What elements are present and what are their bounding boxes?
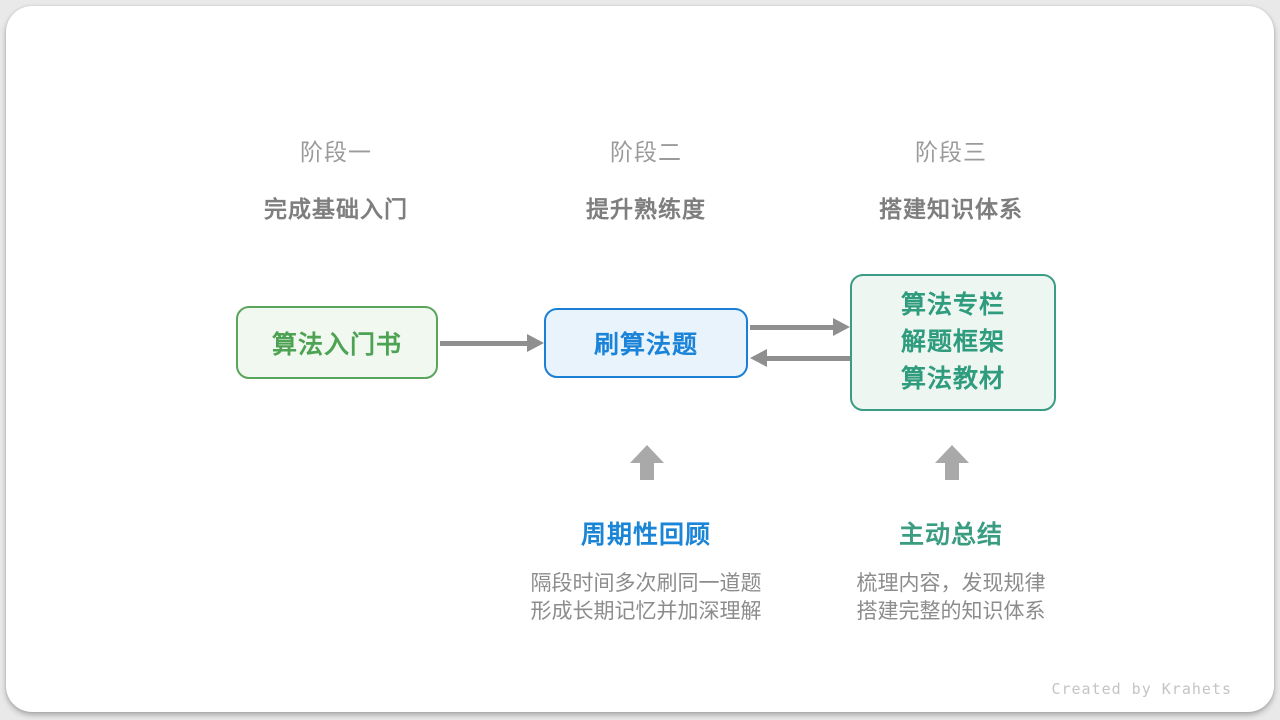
stage-3-subtitle: 搭建知识体系 xyxy=(879,196,1023,222)
node-algorithm-intro-book-label: 算法入门书 xyxy=(271,330,402,359)
node-practice-problems: 刷算法题 xyxy=(544,308,748,378)
stage-1-subtitle: 完成基础入门 xyxy=(264,196,408,222)
callout-active-summary-title: 主动总结 xyxy=(898,521,1003,549)
callout-active-summary-desc: 梳理内容，发现规律 搭建完整的知识体系 xyxy=(791,570,1111,626)
stage-1-header: 阶段一 完成基础入门 xyxy=(206,133,466,224)
node-knowledge-resources: 算法专栏 解题框架 算法教材 xyxy=(850,274,1056,411)
up-arrow-head xyxy=(630,445,664,463)
arrow-stage1-to-stage2-head-icon xyxy=(527,334,544,352)
arrow-stage2-to-stage3-head-icon xyxy=(833,318,850,336)
callout-desc-line-1: 隔段时间多次刷同一道题 xyxy=(530,572,762,595)
up-arrow-active-summary-icon xyxy=(935,445,969,480)
up-arrow-head xyxy=(935,445,969,463)
arrow-stage3-to-stage2-line xyxy=(766,356,850,361)
stage-1-label: 阶段一 xyxy=(300,139,372,165)
arrow-stage2-to-stage3-line xyxy=(750,325,834,330)
callout-periodic-review: 周期性回顾 隔段时间多次刷同一道题 形成长期记忆并加深理解 xyxy=(486,515,806,626)
node-algorithm-intro-book: 算法入门书 xyxy=(236,306,438,379)
watermark: Created by Krahets xyxy=(1051,680,1232,698)
node-knowledge-resources-line-3: 算法教材 xyxy=(900,365,1005,393)
up-arrow-stem xyxy=(640,463,654,480)
callout-periodic-review-desc: 隔段时间多次刷同一道题 形成长期记忆并加深理解 xyxy=(486,570,806,626)
callout-periodic-review-title: 周期性回顾 xyxy=(580,521,711,549)
node-knowledge-resources-line-2: 解题框架 xyxy=(900,328,1005,356)
callout-desc-line-2: 形成长期记忆并加深理解 xyxy=(530,600,762,623)
node-practice-problems-label: 刷算法题 xyxy=(593,331,698,359)
arrow-stage3-to-stage2-head-icon xyxy=(750,349,767,367)
stage-3-label: 阶段三 xyxy=(915,139,987,165)
diagram-card: 阶段一 完成基础入门 阶段二 提升熟练度 阶段三 搭建知识体系 算法入门书 刷算… xyxy=(6,6,1274,712)
stage-2-subtitle: 提升熟练度 xyxy=(586,196,706,222)
callout-desc-line-2: 搭建完整的知识体系 xyxy=(856,600,1046,623)
stage-3-header: 阶段三 搭建知识体系 xyxy=(821,133,1081,224)
stage-2-label: 阶段二 xyxy=(610,139,682,165)
callout-desc-line-1: 梳理内容，发现规律 xyxy=(856,572,1046,595)
arrow-stage1-to-stage2-line xyxy=(440,341,528,346)
callout-active-summary: 主动总结 梳理内容，发现规律 搭建完整的知识体系 xyxy=(791,515,1111,626)
up-arrow-periodic-review-icon xyxy=(630,445,664,480)
stage-2-header: 阶段二 提升熟练度 xyxy=(516,133,776,224)
node-knowledge-resources-line-1: 算法专栏 xyxy=(900,291,1005,319)
up-arrow-stem xyxy=(945,463,959,480)
